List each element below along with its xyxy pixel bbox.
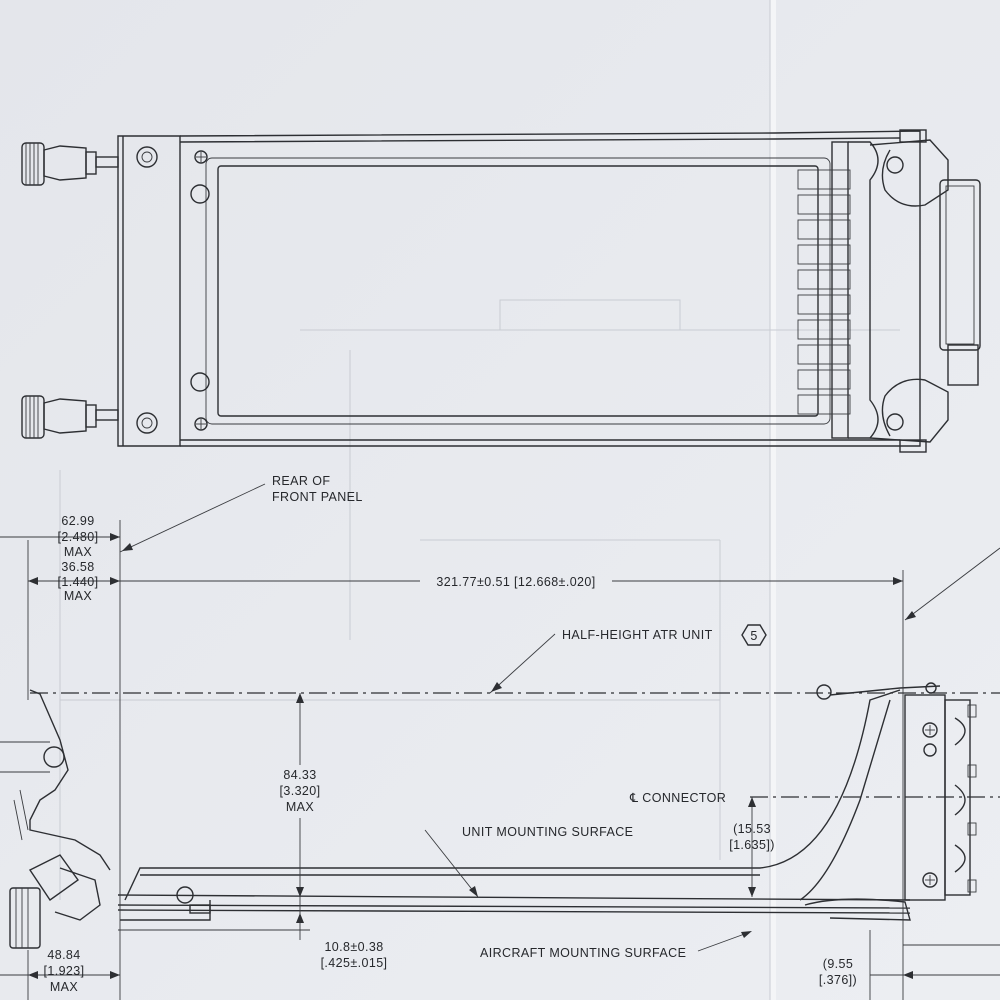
note-number: 5: [750, 629, 757, 643]
side-view: [0, 682, 1000, 949]
dim-36-58-max: MAX: [64, 589, 93, 603]
dim-84-33: 84.33: [283, 768, 316, 782]
dim-84-33-in: [3.320]: [279, 784, 320, 798]
cl-connector-label: ℄ CONNECTOR: [629, 791, 726, 805]
annotations: REAR OF FRONT PANEL 62.99 [2.480] MAX 36…: [43, 474, 857, 994]
rear-front-panel-label: REAR OF: [272, 474, 330, 488]
dim-10-8: 10.8±0.38: [324, 940, 383, 954]
dim-10-8-in: [.425±.015]: [321, 956, 388, 970]
dim-15-53: (15.53: [733, 822, 771, 836]
aircraft-mounting-label: AIRCRAFT MOUNTING SURFACE: [480, 946, 686, 960]
dimension-lines: [0, 483, 1000, 1000]
dim-62-99: 62.99: [61, 514, 94, 528]
dim-9-55: (9.55: [823, 957, 854, 971]
knob-icon: [21, 395, 119, 439]
bleed-through-lines: [59, 299, 900, 900]
dim-9-55-in: [.376]): [819, 973, 857, 987]
note-hexagon: [741, 624, 767, 646]
dim-62-99-in: [2.480]: [57, 530, 98, 544]
slot-stack: [797, 141, 879, 439]
dim-48-84: 48.84: [47, 948, 80, 962]
unit-mounting-label: UNIT MOUNTING SURFACE: [462, 825, 633, 839]
dim-36-58-in: [1.440]: [57, 575, 98, 589]
knob-icon: [9, 854, 101, 949]
dim-15-53-in: [1.635]): [729, 838, 775, 852]
dim-48-84-max: MAX: [50, 980, 79, 994]
half-height-label: HALF-HEIGHT ATR UNIT: [562, 628, 713, 642]
dim-321-77: 321.77±0.51 [12.668±.020]: [436, 575, 595, 589]
top-view: [21, 129, 981, 453]
dim-84-33-max: MAX: [286, 800, 315, 814]
dim-48-84-in: [1.923]: [43, 964, 84, 978]
page-fold: [770, 0, 776, 1000]
dim-36-58: 36.58: [61, 560, 94, 574]
knob-icon: [21, 142, 119, 186]
rear-front-panel-label: FRONT PANEL: [272, 490, 363, 504]
dim-62-99-max: MAX: [64, 545, 93, 559]
